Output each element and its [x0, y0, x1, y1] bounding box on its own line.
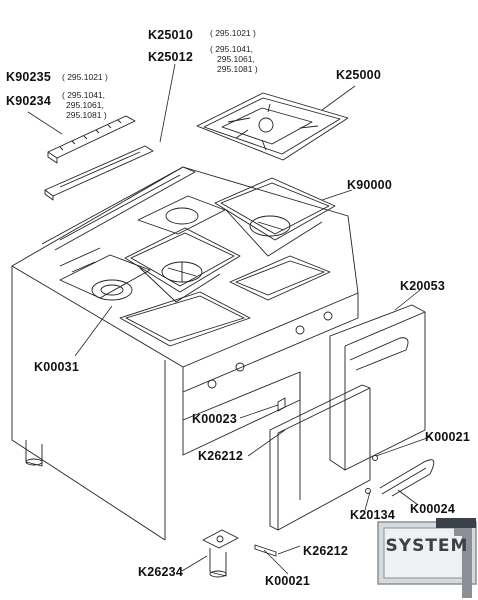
label-k90235-variant: ( 295.1021 ) — [62, 72, 108, 82]
label-k00024: K00024 — [410, 502, 455, 516]
leader-lines — [27, 63, 431, 575]
label-k25000: K25000 — [336, 68, 381, 82]
label-k25010-variant-d: 295.1081 ) — [217, 64, 258, 74]
label-k90234-variant-a: ( 295.1041, — [62, 90, 106, 100]
door-handle — [379, 459, 435, 497]
label-k00021-drawer: K00021 — [425, 430, 470, 444]
label-k90234-variant-c: 295.1081 ) — [66, 110, 107, 120]
label-k90000: K90000 — [347, 178, 392, 192]
label-k90234-variant-b: 295.1061, — [66, 100, 104, 110]
gastronorm-pan-front — [124, 227, 241, 303]
label-k20053: K20053 — [400, 279, 445, 293]
trim-strip-upper — [47, 115, 136, 164]
trim-strip-lower — [44, 145, 154, 201]
label-k25010: K25010 — [148, 28, 193, 42]
label-k25012: K25012 — [148, 50, 193, 64]
gastronorm-pan-rear — [214, 177, 336, 257]
label-k26212-hinge: K26212 — [303, 544, 348, 558]
label-k90235: K90235 — [6, 70, 51, 84]
cabinet-door — [269, 384, 371, 531]
pan-support-grid — [196, 92, 349, 161]
label-k26212-door: K26212 — [198, 449, 243, 463]
label-k25010-variant-b: ( 295.1041, — [210, 44, 254, 54]
system-logo-text: SYSTEM — [385, 536, 469, 556]
adjustable-foot — [202, 529, 239, 578]
system-logo — [377, 518, 477, 598]
label-k20134: K20134 — [350, 508, 395, 522]
label-k25010-variant-a: ( 295.1021 ) — [210, 28, 256, 38]
label-k26234: K26234 — [138, 565, 183, 579]
label-k00021-bottom: K00021 — [265, 574, 310, 588]
hinge-parts — [254, 397, 378, 557]
drawer-unit — [329, 304, 426, 471]
label-k90234: K90234 — [6, 94, 51, 108]
range-body — [11, 166, 359, 541]
label-k00031: K00031 — [34, 360, 79, 374]
label-k00023: K00023 — [192, 412, 237, 426]
label-k25010-variant-c: 295.1061, — [217, 54, 255, 64]
